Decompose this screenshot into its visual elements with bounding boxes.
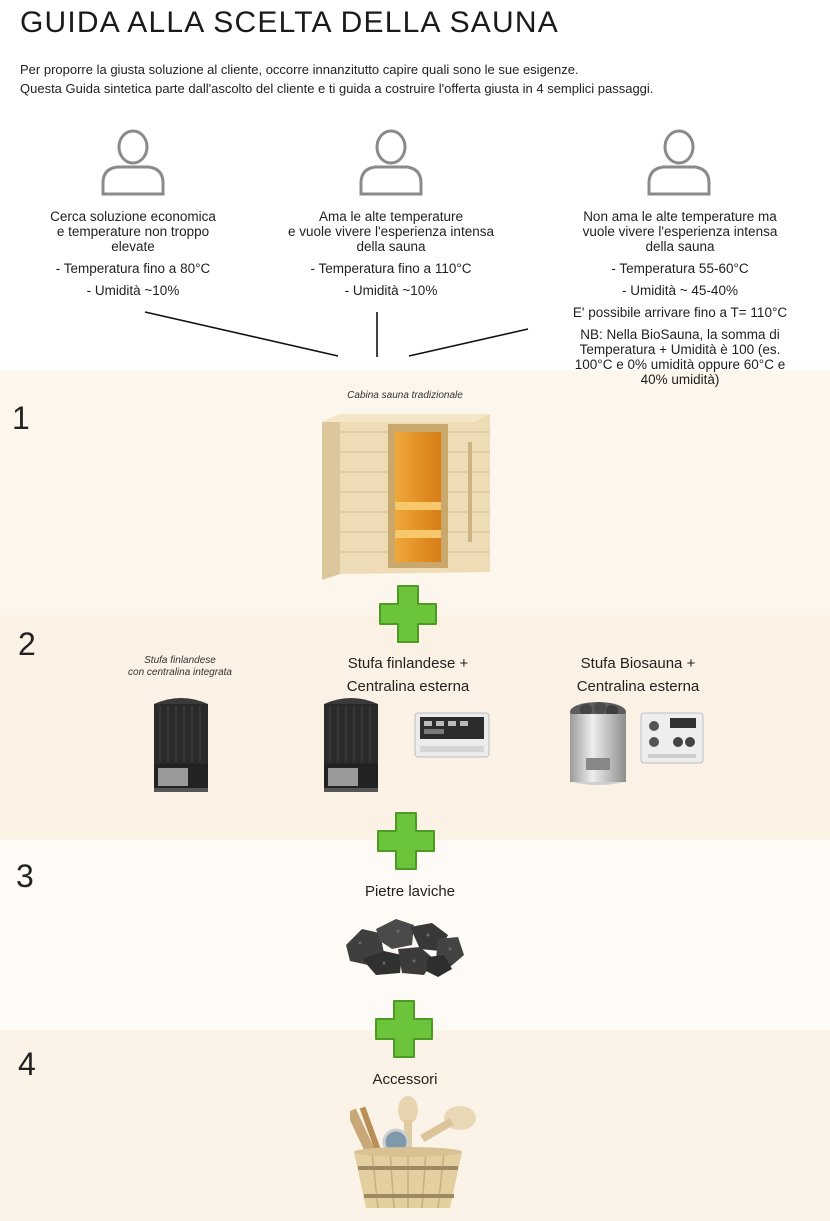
persona-desc-line: Ama le alte temperature — [318, 209, 464, 224]
person-outline-icon — [98, 127, 168, 197]
control-panel-image — [414, 712, 490, 758]
option-caption-line: con centralina integrata — [128, 667, 232, 678]
persona-desc-line: Cerca soluzione economica — [50, 209, 216, 224]
persona-desc-line: vuole vivere l'esperienza intensa — [582, 224, 778, 239]
persona-desc-line: elevate — [111, 239, 155, 254]
option-caption-line: Stufa finlandese — [144, 655, 216, 666]
persona-spec: - Temperatura 55-60°C — [611, 261, 749, 276]
persona-note-line: 100°C e 0% umidità oppure 60°C e — [574, 357, 786, 372]
persona-desc-line: e temperature non troppo — [56, 224, 210, 239]
accessories-image — [350, 1092, 480, 1216]
persona-note-line: Temperatura + Umidità è 100 (es. — [579, 342, 781, 357]
persona-1-text: Cerca soluzione economica e temperature … — [20, 209, 246, 298]
converging-lines — [144, 311, 529, 357]
persona-spec: - Umidità ~ 45-40% — [622, 283, 738, 298]
option-caption-line: Stufa Biosauna + — [580, 655, 696, 672]
option-caption-line: Centralina esterna — [576, 678, 700, 695]
persona-spec: - Umidità ~10% — [86, 283, 180, 298]
persona-desc-line: e vuole vivere l'esperienza intensa — [288, 224, 494, 239]
green-plus-icon — [376, 582, 440, 646]
persona-note-line: NB: Nella BioSauna, la somma di — [580, 327, 780, 342]
lava-stones-caption: Pietre laviche — [364, 883, 456, 900]
finnish-stove-image — [150, 692, 212, 794]
persona-spec: - Temperatura fino a 110°C — [310, 261, 472, 276]
persona-desc-line: Non ama le alte temperature ma — [583, 209, 777, 224]
persona-2-text: Ama le alte temperature e vuole vivere l… — [262, 209, 520, 298]
sauna-cabin-image — [318, 412, 493, 580]
option-caption-line: Centralina esterna — [346, 678, 470, 695]
option-3-caption: Stufa Biosauna + Centralina esterna — [548, 652, 728, 698]
intro-line-2: Questa Guida sintetica parte dall'ascolt… — [20, 81, 654, 96]
person-outline-icon — [356, 127, 426, 197]
finnish-stove-image — [320, 692, 382, 794]
persona-extra: E' possibile arrivare fino a T= 110°C — [572, 305, 788, 320]
step-number-4: 4 — [18, 1046, 36, 1082]
step-number-3: 3 — [16, 858, 34, 894]
accessories-caption: Accessori — [372, 1071, 438, 1088]
step-number-1: 1 — [12, 400, 30, 436]
green-plus-icon — [374, 809, 438, 873]
biosauna-stove-image — [566, 700, 630, 788]
persona-3-text: Non ama le alte temperature ma vuole viv… — [554, 209, 806, 387]
step-number-2: 2 — [18, 626, 36, 662]
page-title: GUIDA ALLA SCELTA DELLA SAUNA — [20, 6, 559, 39]
persona-desc-line: della sauna — [356, 239, 426, 254]
green-plus-icon — [372, 997, 436, 1061]
persona-spec: - Umidità ~10% — [344, 283, 438, 298]
persona-spec: - Temperatura fino a 80°C — [55, 261, 211, 276]
option-1-caption: Stufa finlandese con centralina integrat… — [100, 655, 260, 679]
person-outline-icon — [644, 127, 714, 197]
intro-line-1: Per proporre la giusta soluzione al clie… — [20, 62, 579, 77]
lava-stones-image — [340, 915, 466, 977]
option-2-caption: Stufa finlandese + Centralina esterna — [318, 652, 498, 698]
option-caption-line: Stufa finlandese + — [347, 655, 469, 672]
persona-note-line: 40% umidità) — [640, 372, 720, 387]
persona-desc-line: della sauna — [645, 239, 715, 254]
biosauna-control-image — [640, 712, 704, 764]
sauna-cabin-caption: Cabina sauna tradizionale — [347, 390, 463, 401]
